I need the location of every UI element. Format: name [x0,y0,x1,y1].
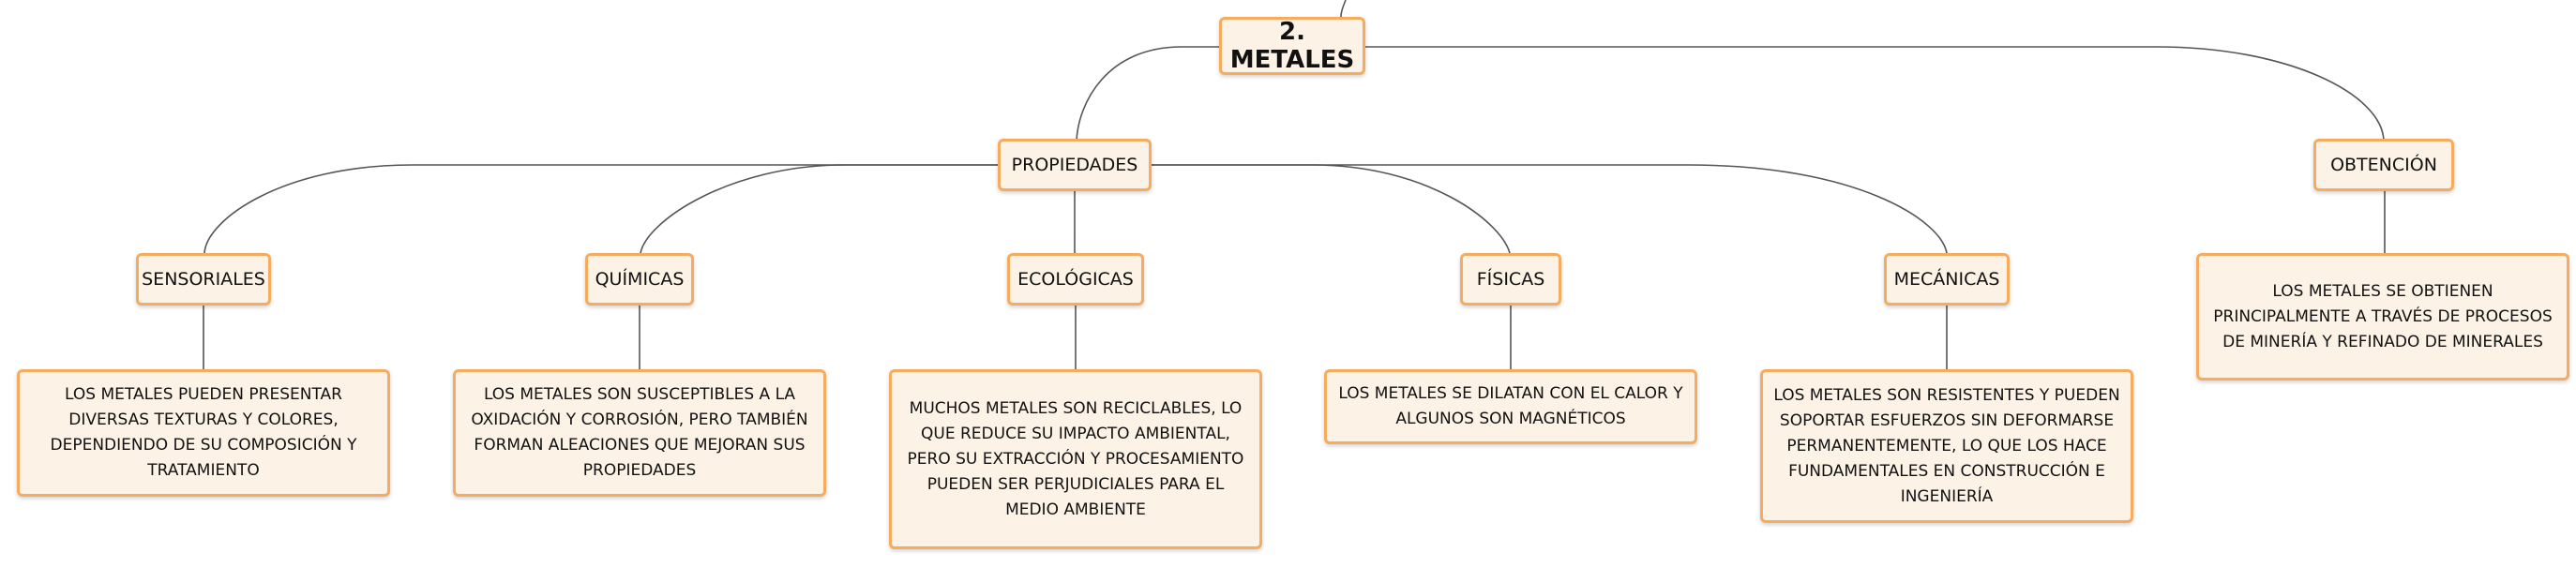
desc-sensoriales[interactable]: LOS METALES PUEDEN PRESENTAR DIVERSAS TE… [17,369,390,497]
node-propiedades[interactable]: PROPIEDADES [998,139,1152,191]
desc-mecanicas[interactable]: LOS METALES SON RESISTENTES Y PUEDEN SOP… [1760,369,2133,523]
desc-quimicas[interactable]: LOS METALES SON SUSCEPTIBLES A LA OXIDAC… [453,369,826,497]
node-sensoriales[interactable]: SENSORIALES [136,253,271,306]
connector-root-obtention [1363,46,2385,142]
desc-ecologicas[interactable]: MUCHOS METALES SON RECICLABLES, LO QUE R… [889,369,1262,549]
connector-properties-sensoriales [203,164,1000,254]
node-ecologicas[interactable]: ECOLÓGICAS [1007,253,1144,306]
connector-properties-mecanicas [1150,164,1948,254]
connector-root-properties [1076,46,1219,142]
node-quimicas[interactable]: QUÍMICAS [585,253,694,306]
node-fisicas[interactable]: FÍSICAS [1460,253,1561,306]
desc-fisicas[interactable]: LOS METALES SE DILATAN CON EL CALOR Y AL… [1324,369,1697,444]
connector-properties-quimicas [640,164,1000,254]
connector-top [1340,0,1347,18]
connector-properties-fisicas [1150,164,1511,254]
node-obtencion[interactable]: OBTENCIÓN [2313,139,2454,191]
node-root[interactable]: 2. METALES [1219,17,1365,75]
node-mecanicas[interactable]: MECÁNICAS [1884,253,2010,306]
desc-obtencion[interactable]: LOS METALES SE OBTIENEN PRINCIPALMENTE A… [2196,253,2569,380]
